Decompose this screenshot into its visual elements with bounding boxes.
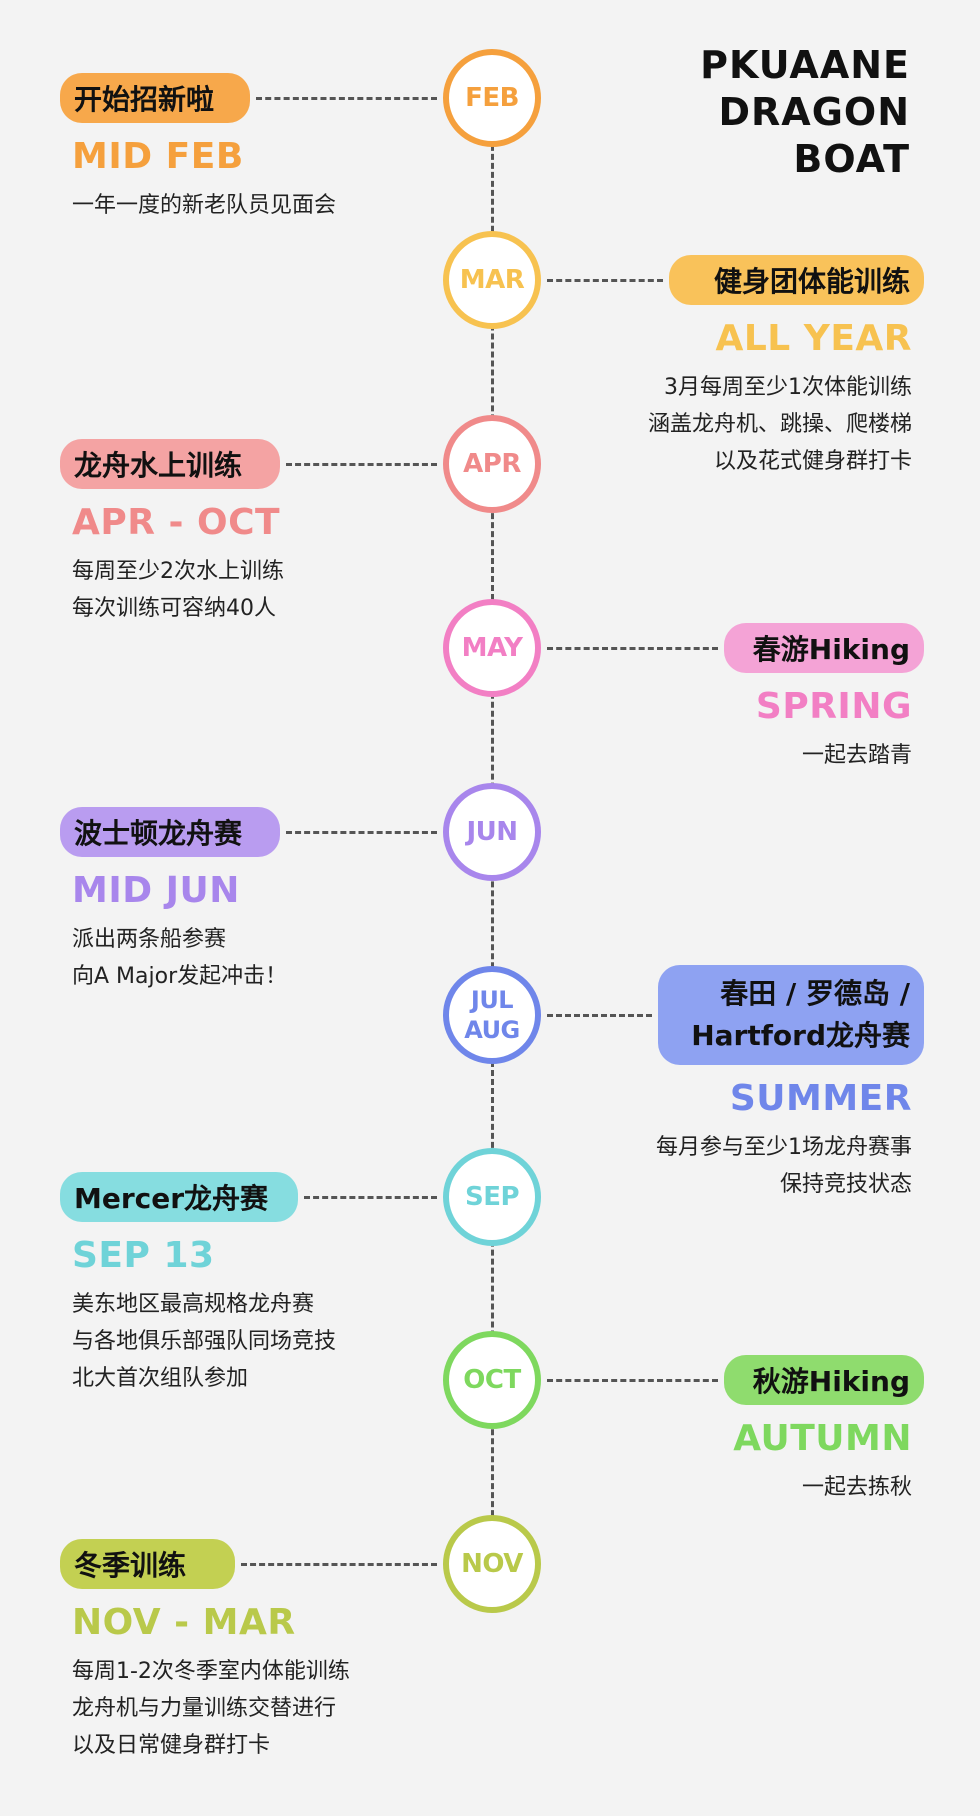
event-description: 美东地区最高规格龙舟赛与各地俱乐部强队同场竞技北大首次组队参加 bbox=[72, 1286, 336, 1397]
poster-title: PKUAANE DRAGON BOAT bbox=[490, 42, 910, 183]
event-period: SEP 13 bbox=[72, 1235, 215, 1276]
title-line: PKUAANE bbox=[700, 43, 910, 87]
event-label: 健身团体能训练 bbox=[713, 265, 910, 298]
description-line: 以及花式健身群打卡 bbox=[713, 449, 912, 474]
event-label: 秋游Hiking bbox=[752, 1365, 910, 1398]
timeline-connector bbox=[286, 831, 437, 834]
event-label-pill: 春游Hiking bbox=[724, 623, 924, 673]
description-line: 每周1-2次冬季室内体能训练 bbox=[72, 1659, 350, 1684]
title-line: BOAT bbox=[793, 137, 910, 181]
event-description: 一起去踏青 bbox=[802, 737, 912, 774]
month-node: SEP bbox=[443, 1148, 541, 1246]
event-period: AUTUMN bbox=[733, 1418, 912, 1459]
event-period: SPRING bbox=[755, 686, 912, 727]
timeline-connector bbox=[547, 279, 663, 282]
event-label: 波士顿龙舟赛 bbox=[74, 817, 243, 850]
event-label-pill: Mercer龙舟赛 bbox=[60, 1172, 298, 1222]
timeline-connector bbox=[547, 647, 718, 650]
event-description: 派出两条船参赛向A Major发起冲击！ bbox=[72, 921, 287, 995]
event-label-pill: 开始招新啦 bbox=[60, 73, 250, 123]
event-label-line: 春田 / 罗德岛 / bbox=[720, 977, 910, 1010]
month-node: NOV bbox=[443, 1515, 541, 1613]
event-period: SUMMER bbox=[729, 1078, 912, 1119]
description-line: 一起去踏青 bbox=[801, 743, 912, 768]
month-label: FEB bbox=[465, 83, 519, 113]
event-description: 每周1-2次冬季室内体能训练龙舟机与力量训练交替进行以及日常健身群打卡 bbox=[72, 1653, 350, 1764]
event-label: 春游Hiking bbox=[752, 633, 910, 666]
month-label: MAY bbox=[461, 633, 523, 663]
description-line: 每次训练可容纳40人 bbox=[72, 596, 276, 621]
event-period: MID JUN bbox=[72, 870, 240, 911]
event-label: 开始招新啦 bbox=[74, 83, 215, 116]
event-label: Mercer龙舟赛 bbox=[74, 1182, 269, 1215]
description-line: 派出两条船参赛 bbox=[72, 927, 227, 952]
timeline-connector bbox=[256, 97, 437, 100]
event-label-pill: 波士顿龙舟赛 bbox=[60, 807, 280, 857]
title-line: DRAGON bbox=[718, 90, 910, 134]
description-line: 保持竞技状态 bbox=[779, 1172, 912, 1197]
event-description: 一起去拣秋 bbox=[802, 1469, 912, 1506]
month-node: FEB bbox=[443, 49, 541, 147]
event-label-line: Hartford龙舟赛 bbox=[691, 1019, 910, 1052]
event-description: 3月每周至少1次体能训练涵盖龙舟机、跳操、爬楼梯以及花式健身群打卡 bbox=[648, 369, 912, 480]
event-period: NOV - MAR bbox=[72, 1602, 296, 1643]
month-label: JUN bbox=[466, 817, 518, 847]
description-line: 3月每周至少1次体能训练 bbox=[664, 375, 912, 400]
event-description: 一年一度的新老队员见面会 bbox=[72, 187, 336, 224]
month-label: OCT bbox=[463, 1365, 521, 1395]
event-description: 每月参与至少1场龙舟赛事保持竞技状态 bbox=[656, 1129, 912, 1203]
month-node: JUN bbox=[443, 783, 541, 881]
timeline-connector bbox=[547, 1379, 718, 1382]
description-line: 以及日常健身群打卡 bbox=[72, 1733, 271, 1758]
description-line: 每周至少2次水上训练 bbox=[72, 559, 284, 584]
month-node: OCT bbox=[443, 1331, 541, 1429]
timeline-connector bbox=[547, 1014, 652, 1017]
description-line: 向A Major发起冲击！ bbox=[72, 964, 288, 989]
event-label: 冬季训练 bbox=[74, 1549, 187, 1582]
month-label-line: JUL bbox=[470, 986, 514, 1014]
event-description: 每周至少2次水上训练每次训练可容纳40人 bbox=[72, 553, 284, 627]
description-line: 每月参与至少1场龙舟赛事 bbox=[656, 1135, 912, 1160]
event-label-pill: 秋游Hiking bbox=[724, 1355, 924, 1405]
month-label: SEP bbox=[464, 1182, 520, 1212]
description-line: 与各地俱乐部强队同场竞技 bbox=[72, 1329, 337, 1354]
timeline-connector bbox=[304, 1196, 437, 1199]
month-label-line: AUG bbox=[464, 1016, 520, 1044]
event-label: 龙舟水上训练 bbox=[74, 449, 243, 482]
description-line: 美东地区最高规格龙舟赛 bbox=[72, 1292, 315, 1317]
description-line: 一起去拣秋 bbox=[801, 1475, 912, 1500]
month-label: NOV bbox=[461, 1549, 523, 1579]
description-line: 北大首次组队参加 bbox=[72, 1366, 249, 1391]
description-line: 龙舟机与力量训练交替进行 bbox=[72, 1696, 337, 1721]
event-label-pill: 春田 / 罗德岛 / Hartford龙舟赛 bbox=[658, 965, 924, 1065]
month-node: MAR bbox=[443, 231, 541, 329]
description-line: 一年一度的新老队员见面会 bbox=[72, 193, 337, 218]
event-period: APR - OCT bbox=[72, 502, 281, 543]
month-node: MAY bbox=[443, 599, 541, 697]
event-period: MID FEB bbox=[72, 136, 244, 177]
event-label-pill: 健身团体能训练 bbox=[669, 255, 924, 305]
month-node: APR bbox=[443, 415, 541, 513]
event-label-pill: 龙舟水上训练 bbox=[60, 439, 280, 489]
month-label: MAR bbox=[459, 265, 525, 295]
event-label-pill: 冬季训练 bbox=[60, 1539, 235, 1589]
description-line: 涵盖龙舟机、跳操、爬楼梯 bbox=[647, 412, 912, 437]
month-label: APR bbox=[463, 449, 521, 479]
event-period: ALL YEAR bbox=[715, 318, 912, 359]
timeline-connector bbox=[241, 1563, 437, 1566]
timeline-connector bbox=[286, 463, 437, 466]
